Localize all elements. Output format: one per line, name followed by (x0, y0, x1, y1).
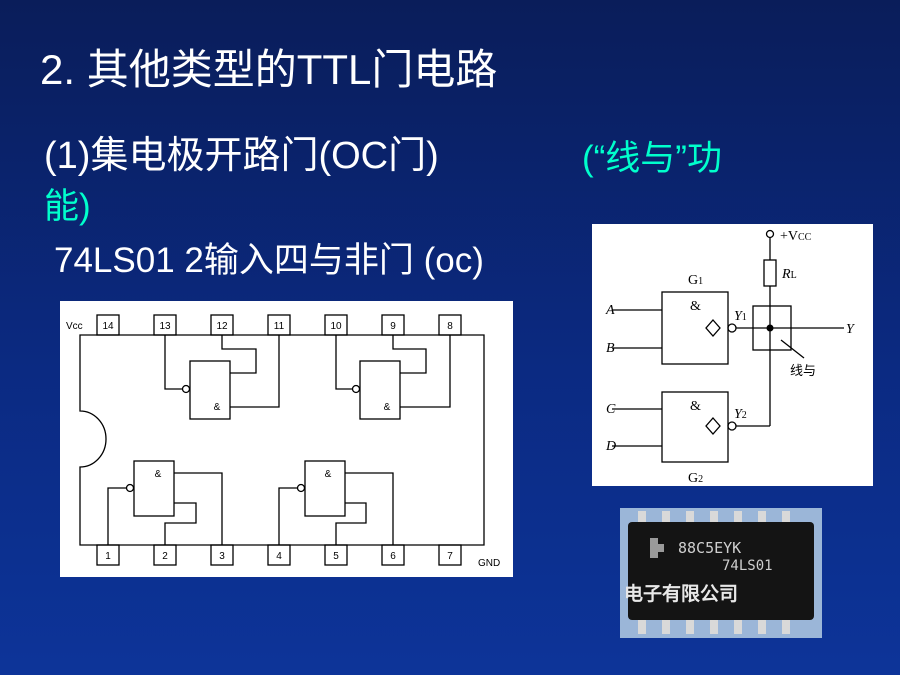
chip-leads-top (638, 511, 790, 523)
pinout-svg: Vcc GND 14 13 12 11 10 9 8 1 2 3 4 5 6 7… (66, 314, 500, 569)
chip-marking-2: 74LS01 (722, 558, 773, 574)
pin-7 (438, 544, 462, 566)
input-c-label: C (606, 402, 616, 417)
pin-label-12: 12 (216, 321, 228, 332)
wired-and-note: (“线与”功 (582, 139, 722, 178)
input-a-label: A (605, 303, 615, 318)
wired-and-box (752, 305, 792, 351)
vcc-label: +VCC (780, 229, 812, 244)
pin-label-9: 9 (390, 321, 396, 332)
input-b-label: B (606, 341, 615, 356)
wired-and-diagram: +VCC RL G1 G2 A B C D Y1 Y2 Y & & 线与 (592, 224, 873, 486)
pin-14 (96, 314, 120, 336)
chip-package (628, 522, 814, 620)
pin-label-13: 13 (159, 321, 171, 332)
chip-description: 74LS01 2输入四与非门 (oc) (54, 241, 484, 280)
pin-label-1: 1 (105, 551, 111, 562)
pin-label-8: 8 (447, 321, 453, 332)
watermark-text: 电子有限公司 (624, 582, 738, 605)
oc-symbol-g2 (705, 417, 721, 435)
g1-label: G1 (688, 273, 703, 288)
pin-label-7: 7 (447, 551, 453, 562)
chip-body (79, 334, 485, 546)
y1-label: Y1 (734, 309, 747, 324)
wired-and-note-cont: 能) (44, 187, 91, 226)
pin-label-5: 5 (333, 551, 339, 562)
pin-label-14: 14 (102, 321, 114, 332)
chip-marking-1: 88C5EYK (678, 539, 741, 557)
rl-label: RL (781, 267, 797, 282)
resistor-rl (763, 259, 777, 287)
pin-label-4: 4 (276, 551, 282, 562)
gate-top-left (189, 360, 231, 420)
gate-top-right-symbol: & (384, 402, 391, 413)
gate-top-right-bubble (351, 384, 361, 394)
chip-photo: 88C5EYK 74LS01 电子有限公司 (620, 508, 822, 638)
gate-g1-bubble (727, 323, 737, 333)
pin-label-10: 10 (330, 321, 342, 332)
pin-label-3: 3 (219, 551, 225, 562)
chip-leads-bottom (638, 620, 790, 634)
gate-bottom-left-symbol: & (155, 469, 162, 480)
gate-bottom-left-bubble (125, 483, 135, 493)
g1-symbol: & (690, 299, 701, 314)
input-d-label: D (605, 439, 616, 454)
slide-title: 2. 其他类型的TTL门电路 (40, 46, 498, 93)
output-y-label: Y (846, 322, 856, 337)
gnd-label: GND (478, 558, 500, 569)
gate-bottom-right-bubble (296, 483, 306, 493)
pinout-diagram: Vcc GND 14 13 12 11 10 9 8 1 2 3 4 5 6 7… (60, 301, 513, 577)
gate-top-left-symbol: & (214, 402, 221, 413)
gate-top-left-bubble (181, 384, 191, 394)
gate-top-right (359, 360, 401, 420)
wired-and-label: 线与 (790, 364, 816, 379)
pin-label-2: 2 (162, 551, 168, 562)
ti-logo-icon (650, 538, 664, 558)
gate-g2-bubble (727, 421, 737, 431)
g2-label: G2 (688, 471, 703, 486)
junction-dot (766, 324, 774, 332)
chip-photo-svg: 88C5EYK 74LS01 电子有限公司 (624, 511, 814, 634)
vcc-label: Vcc (66, 321, 83, 332)
wired-and-svg: +VCC RL G1 G2 A B C D Y1 Y2 Y & & 线与 (605, 229, 856, 486)
gate-bottom-right-symbol: & (325, 469, 332, 480)
oc-symbol-g1 (705, 319, 721, 337)
g2-symbol: & (690, 399, 701, 414)
y2-label: Y2 (734, 407, 747, 422)
wired-and-pointer (780, 339, 805, 359)
pin-label-11: 11 (274, 321, 285, 332)
heading-oc-gate: (1)集电极开路门(OC门) (44, 135, 439, 177)
vcc-terminal (765, 229, 775, 239)
pin-label-6: 6 (390, 551, 396, 562)
